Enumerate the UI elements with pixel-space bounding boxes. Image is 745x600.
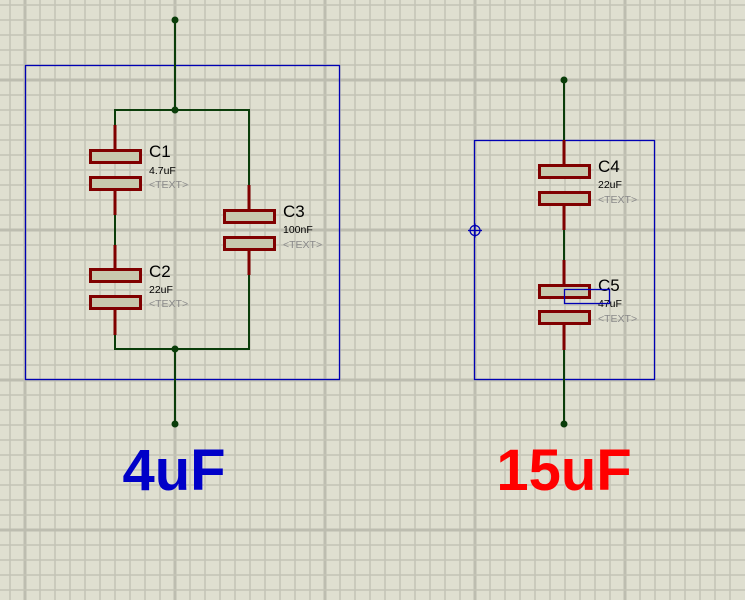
component-ref: C4 bbox=[598, 157, 620, 176]
capacitor-plate bbox=[538, 191, 591, 206]
component-value: 100nF bbox=[283, 224, 313, 236]
component-text: <TEXT> bbox=[598, 313, 637, 325]
terminal-node[interactable] bbox=[560, 76, 568, 84]
junction-dot[interactable] bbox=[171, 345, 179, 353]
component-value: 22uF bbox=[149, 284, 173, 296]
capacitor-plate bbox=[89, 295, 142, 310]
component-text: <TEXT> bbox=[598, 194, 637, 206]
capacitor-plate bbox=[89, 268, 142, 283]
junction-dot[interactable] bbox=[171, 106, 179, 114]
component-ref: C5 bbox=[598, 276, 620, 295]
capacitor-c5[interactable]: C5 47uF <TEXT> bbox=[538, 260, 638, 350]
capacitor-plate bbox=[538, 164, 591, 179]
capacitor-plate bbox=[89, 149, 142, 164]
component-ref: C1 bbox=[149, 142, 171, 161]
component-text: <TEXT> bbox=[149, 298, 188, 310]
capacitor-c2[interactable]: C2 22uF <TEXT> bbox=[89, 245, 189, 335]
wire[interactable] bbox=[114, 109, 250, 185]
circuit-right: C4 22uF <TEXT> C5 47uF <TEXT> 15uF bbox=[468, 76, 656, 503]
component-value: 4.7uF bbox=[149, 165, 176, 177]
component-text: <TEXT> bbox=[149, 179, 188, 191]
capacitor-plate bbox=[223, 209, 276, 224]
capacitor-plate bbox=[89, 176, 142, 191]
origin-crosshair-icon bbox=[468, 223, 482, 238]
selection-handle[interactable] bbox=[563, 288, 611, 305]
capacitor-plate bbox=[538, 310, 591, 325]
circuit-left: C1 4.7uF <TEXT> C2 22uF <TEXT> C3 100nF … bbox=[24, 16, 341, 503]
component-text: <TEXT> bbox=[283, 239, 322, 251]
result-label-left: 4uF bbox=[122, 438, 225, 503]
wire[interactable] bbox=[114, 275, 250, 350]
capacitor-plate bbox=[223, 236, 276, 251]
component-ref: C3 bbox=[283, 202, 305, 221]
component-ref: C2 bbox=[149, 262, 171, 281]
capacitor-c1[interactable]: C1 4.7uF <TEXT> bbox=[89, 125, 189, 215]
capacitor-c4[interactable]: C4 22uF <TEXT> bbox=[538, 140, 638, 230]
terminal-node[interactable] bbox=[171, 420, 179, 428]
component-value: 22uF bbox=[598, 179, 622, 191]
terminal-node[interactable] bbox=[171, 16, 179, 24]
capacitor-c3[interactable]: C3 100nF <TEXT> bbox=[223, 185, 323, 275]
selection-box-left[interactable] bbox=[24, 64, 341, 381]
terminal-node[interactable] bbox=[560, 420, 568, 428]
result-label-right: 15uF bbox=[496, 438, 631, 503]
